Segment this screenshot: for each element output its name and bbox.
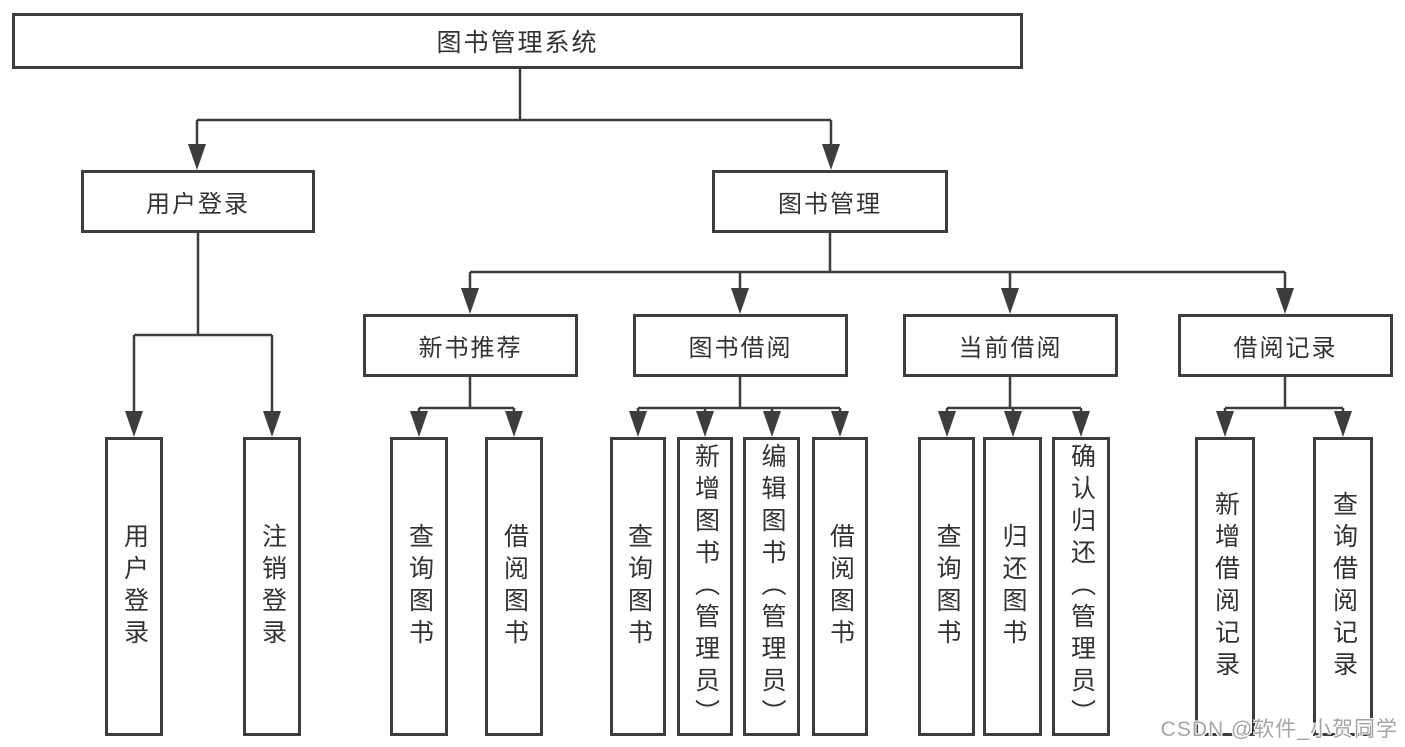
node-new-book-recommend-label: 新书推荐 [418,335,523,362]
arrowheads [125,144,1352,437]
leaf-borrow-borrow-books: 借阅图书 [812,437,868,736]
leaf-current-return-books: 归还图书 [983,437,1042,736]
csdn-watermark: CSDN @软件_小贺同学 [1160,718,1398,741]
leaf-logout: 注销登录 [243,437,301,736]
leaf-current-return-books-label: 归还图书 [999,522,1027,651]
leaf-recommend-query-books: 查询图书 [390,437,448,736]
leaf-current-query-books: 查询图书 [918,437,975,736]
leaf-records-add-record-label: 新增借阅记录 [1211,490,1240,683]
leaf-recommend-query-books-label: 查询图书 [405,522,434,651]
leaf-recommend-borrow-books-label: 借阅图书 [500,522,529,651]
node-borrow-records: 借阅记录 [1178,314,1393,377]
leaf-recommend-borrow-books: 借阅图书 [485,437,543,736]
leaf-logout-label: 注销登录 [258,522,287,651]
leaf-records-query-record-label: 查询借阅记录 [1329,490,1358,683]
node-book-borrow-label: 图书借阅 [688,335,793,362]
leaf-current-query-books-label: 查询图书 [933,522,961,651]
leaf-user-login-label: 用户登录 [120,522,149,651]
node-book-management-label: 图书管理 [778,191,882,218]
node-book-borrow: 图书借阅 [633,314,848,377]
leaf-current-confirm-return-admin-label: 确认归还（管理员） [1067,442,1096,731]
leaf-records-add-record: 新增借阅记录 [1195,437,1255,736]
node-root-label: 图书管理系统 [436,29,599,57]
leaf-borrow-add-books-admin-label: 新增图书（管理员） [691,442,720,731]
node-root: 图书管理系统 [12,13,1023,69]
node-current-borrow-label: 当前借阅 [958,335,1063,362]
leaf-current-confirm-return-admin: 确认归还（管理员） [1052,437,1110,736]
leaf-borrow-query-books-label: 查询图书 [624,522,653,651]
leaf-borrow-edit-books-admin: 编辑图书（管理员） [743,437,800,736]
node-borrow-records-label: 借阅记录 [1233,335,1338,362]
leaf-user-login: 用户登录 [105,437,163,736]
leaf-borrow-borrow-books-label: 借阅图书 [826,522,855,651]
node-user-login: 用户登录 [81,170,315,233]
leaf-records-query-record: 查询借阅记录 [1313,437,1373,736]
leaf-borrow-edit-books-admin-label: 编辑图书（管理员） [758,442,786,731]
node-book-management: 图书管理 [712,170,948,233]
leaf-borrow-query-books: 查询图书 [610,437,666,736]
node-new-book-recommend: 新书推荐 [363,314,578,377]
node-user-login-label: 用户登录 [146,191,250,218]
leaf-borrow-add-books-admin: 新增图书（管理员） [677,437,733,736]
node-current-borrow: 当前借阅 [903,314,1118,377]
